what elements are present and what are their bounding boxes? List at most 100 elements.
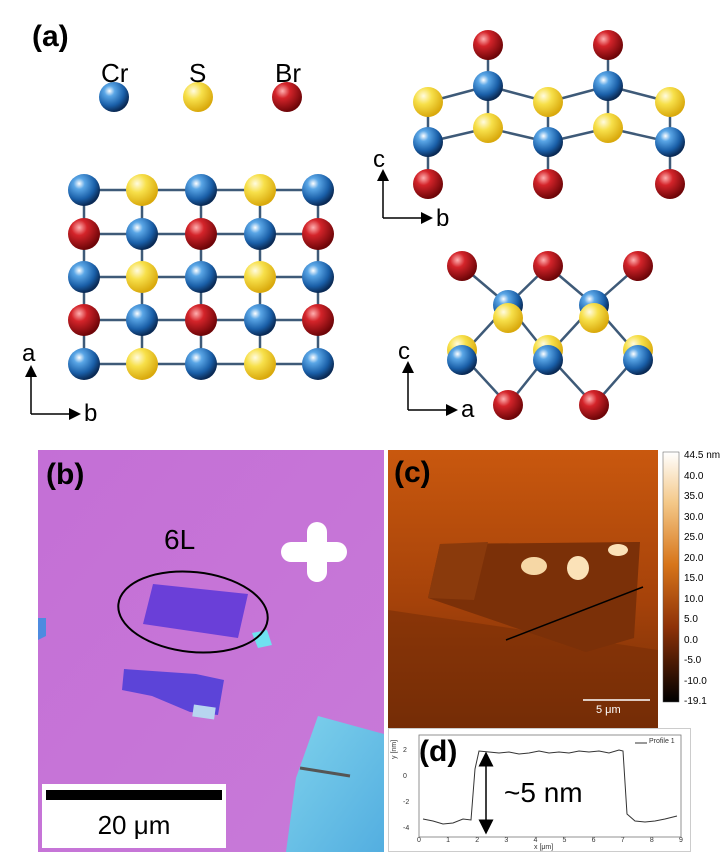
colorbar-tick: 40.0 [684, 470, 704, 482]
top-view-atom-br [302, 304, 334, 336]
crystal-structure-diagram [25, 30, 685, 420]
side-view-atom-s [655, 87, 685, 117]
profile-y-tick: -4 [403, 825, 410, 832]
side-view-atom-cr [655, 127, 685, 157]
flake-highlight-ellipse [117, 570, 269, 654]
panel-b: (b) 6L 20 μm [38, 450, 384, 852]
optical-micrograph [38, 450, 384, 852]
profile-line [422, 749, 678, 825]
panel-a-label: (a) [32, 20, 69, 53]
afm-bubble-3 [608, 544, 628, 556]
side-view-atom-br [533, 251, 563, 281]
top-view-atom-cr [68, 174, 100, 206]
side-view-atom-s [413, 87, 443, 117]
top-view-atom-cr [302, 348, 334, 380]
axis-c-label-1: c [373, 146, 385, 173]
profile-y-tick: 0 [403, 773, 407, 780]
side-view-atom-s [579, 303, 609, 333]
axis-a-label: a [22, 340, 36, 367]
side-view-atom-cr [623, 345, 653, 375]
axes-side-view-cb [377, 169, 433, 224]
afm-profile-line [505, 586, 644, 641]
top-view-atom-cr [185, 261, 217, 293]
side-view-atom-br [473, 30, 503, 60]
side-view-atom-br [493, 390, 523, 420]
cross-marker [281, 522, 347, 582]
colorbar-tick: 10.0 [684, 593, 704, 605]
colorbar-tick: 44.5 nm [684, 450, 721, 461]
axis-a-label-2: a [461, 396, 475, 423]
top-view-atom-cr [68, 348, 100, 380]
legend-cr-atom [99, 82, 129, 112]
profile-legend: Profile 1 [649, 738, 675, 745]
colorbar-tick: 15.0 [684, 573, 704, 584]
edge-flake [38, 618, 46, 640]
top-view-atom-cr [244, 218, 276, 250]
axis-b-label-2: b [436, 205, 450, 232]
flake-2-step [192, 704, 216, 720]
afm-scale-label: 5 μm [596, 704, 621, 716]
afm-lower-region [388, 610, 658, 728]
side-view-ca-atoms [447, 251, 653, 420]
side-view-atom-cr [533, 345, 563, 375]
colorbar-tick: 25.0 [684, 532, 704, 543]
flake-2 [122, 669, 224, 715]
top-view-atom-cr [126, 218, 158, 250]
flake-6l [143, 584, 248, 638]
side-view-atom-cr [593, 71, 623, 101]
plot-frame [418, 734, 682, 838]
height-profile-plot [418, 734, 682, 838]
profile-x-tick: 8 [649, 837, 654, 844]
top-view-atom-cr [302, 174, 334, 206]
profile-x-tick: 4 [533, 837, 538, 844]
afm-flake-edge [428, 542, 488, 600]
colorbar [662, 451, 680, 703]
profile-x-tick: 3 [504, 837, 509, 844]
profile-y-tick: 2 [403, 747, 407, 754]
legend-br-label: Br [275, 58, 301, 88]
panel-c-label: (c) [394, 456, 431, 489]
top-view-atom-s [244, 174, 276, 206]
panel-a: (a) Cr S Br a b c b c a [22, 20, 685, 427]
top-view-atom-cr [185, 348, 217, 380]
colorbar-tick: 5.0 [684, 614, 698, 625]
top-view-atom-s [126, 174, 158, 206]
colorbar-tick: 30.0 [684, 511, 704, 523]
panel-b-label: (b) [46, 458, 85, 491]
legend-s-label: S [189, 58, 207, 88]
side-view-atom-s [473, 113, 503, 143]
axis-c-label-2: c [398, 338, 410, 365]
profile-y-tick: -2 [403, 799, 410, 806]
profile-x-tick: 0 [417, 837, 421, 844]
flake-edge [299, 766, 351, 778]
side-view-atom-br [579, 390, 609, 420]
legend-atoms [99, 82, 302, 112]
scale-bar-label: 20 μm [97, 810, 171, 840]
small-flake [252, 630, 272, 648]
top-view-atom-s [126, 348, 158, 380]
colorbar-tick: -19.1 [684, 696, 707, 707]
side-view-atom-br [593, 30, 623, 60]
top-view-atom-cr [244, 304, 276, 336]
side-view-atom-br [655, 169, 685, 199]
side-view-cb-atoms [413, 30, 685, 199]
axes-side-view-ca [402, 361, 458, 416]
afm-bubble-2 [567, 556, 589, 580]
profile-x-tick: 9 [679, 837, 683, 844]
colorbar-tick: -10.0 [684, 675, 707, 687]
side-view-atom-cr [473, 71, 503, 101]
side-view-atom-s [533, 87, 563, 117]
profile-xlabel: x [μm] [534, 844, 554, 851]
colorbar-tick: 0.0 [684, 634, 698, 646]
top-view-atom-br [302, 218, 334, 250]
top-view-atom-br [185, 304, 217, 336]
side-view-atom-br [447, 251, 477, 281]
side-view-atom-br [533, 169, 563, 199]
side-view-atom-cr [447, 345, 477, 375]
top-view-atoms [68, 174, 334, 380]
legend-cr-label: Cr [101, 58, 129, 88]
profile-x-tick: 1 [446, 837, 451, 844]
thick-flake [286, 716, 384, 852]
top-view-atom-cr [302, 261, 334, 293]
